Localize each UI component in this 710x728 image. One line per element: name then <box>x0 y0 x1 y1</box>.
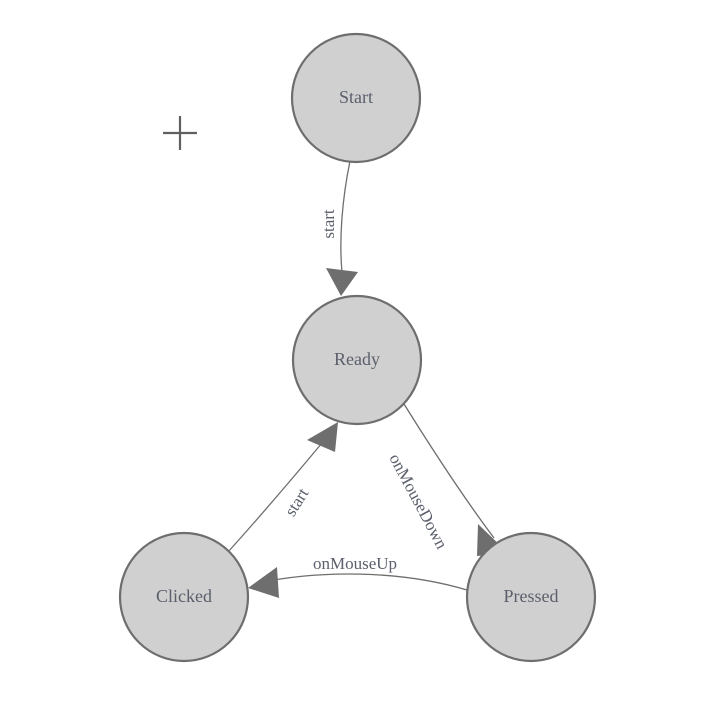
crosshair-icon <box>163 116 197 150</box>
node-shape[interactable] <box>290 32 422 164</box>
node-shape[interactable] <box>291 294 423 426</box>
arrowhead-icon <box>307 422 338 452</box>
node-shape[interactable] <box>465 531 597 663</box>
node-clicked[interactable]: Clicked <box>118 531 250 663</box>
node-pressed[interactable]: Pressed <box>465 531 597 663</box>
arrowhead-icon <box>326 268 358 296</box>
node-shape[interactable] <box>118 531 250 663</box>
edge-ready-to-pressed[interactable]: onMouseDown <box>385 403 508 556</box>
edge-label-start-to-ready: start <box>319 209 338 239</box>
edge-label-ready-to-pressed: onMouseDown <box>385 451 451 553</box>
edge-label-pressed-to-clicked: onMouseUp <box>313 554 397 573</box>
edge-clicked-to-ready[interactable]: start <box>227 422 338 553</box>
arrowhead-icon <box>248 567 279 598</box>
edge-line <box>257 573 468 591</box>
edge-start-to-ready[interactable]: start <box>319 160 358 296</box>
node-ready[interactable]: Ready <box>291 294 423 426</box>
edge-line <box>403 403 495 539</box>
edge-line <box>227 442 323 553</box>
node-start[interactable]: Start <box>290 32 422 164</box>
edge-pressed-to-clicked[interactable]: onMouseUp <box>248 554 468 598</box>
edge-label-clicked-to-ready: start <box>281 484 313 519</box>
edge-line <box>340 160 351 273</box>
